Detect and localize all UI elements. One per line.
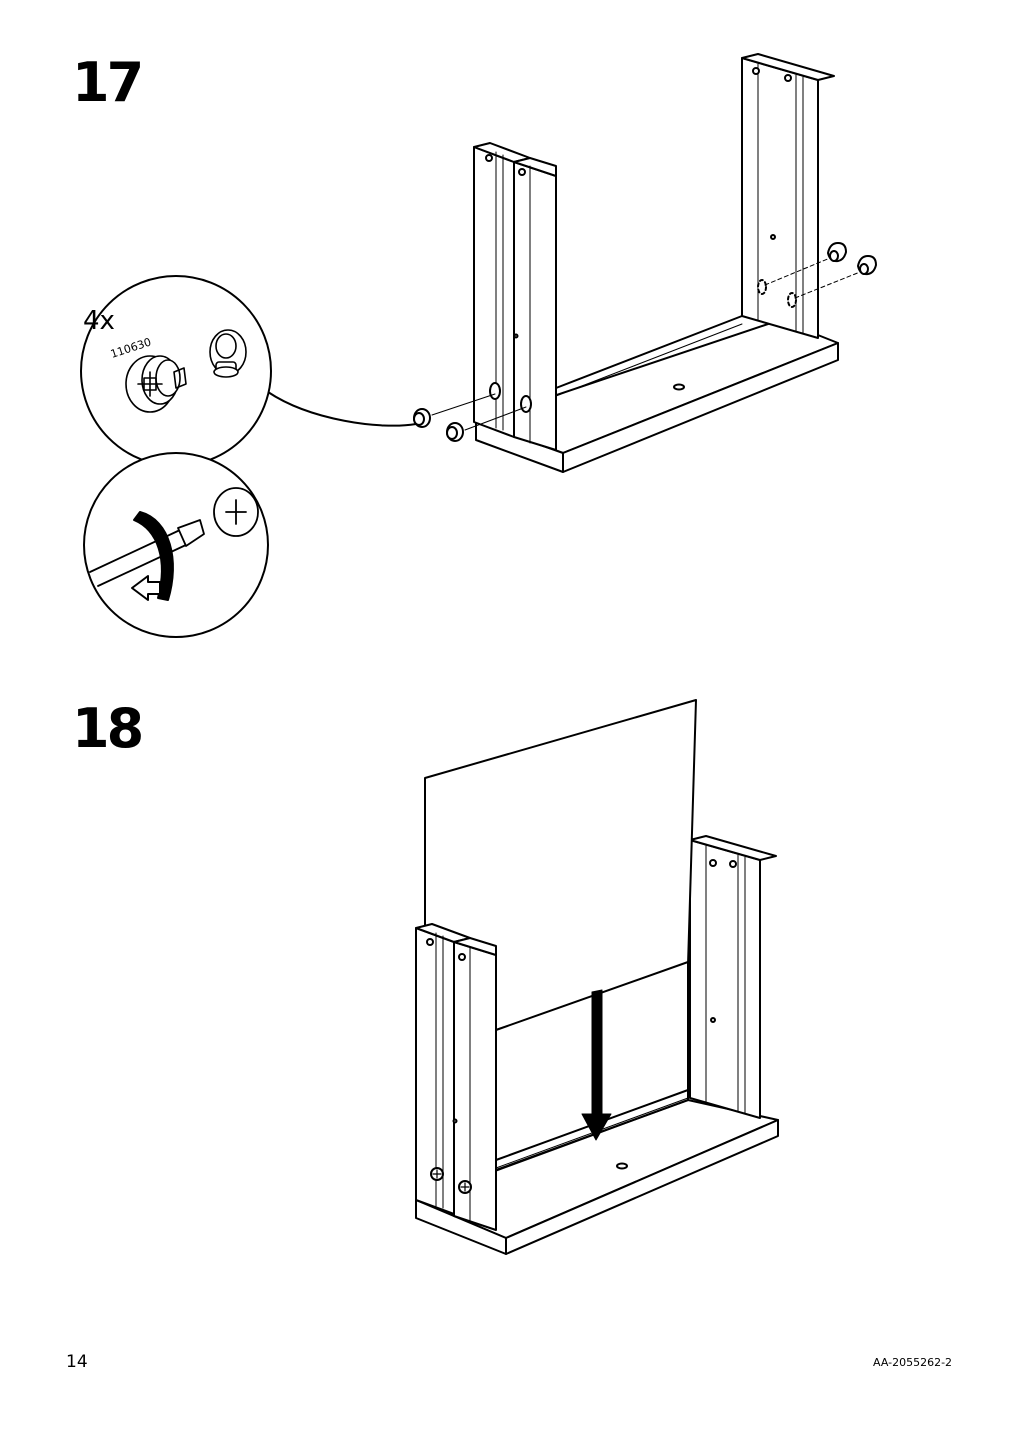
slide-down-arrow <box>581 989 612 1141</box>
step-18-number: 18 <box>72 697 144 760</box>
base-plank <box>475 315 839 473</box>
left-side-panel <box>415 923 497 1231</box>
cam-lock-detail-callout: 4x 110630 <box>80 275 417 467</box>
right-side-panel <box>689 835 777 1119</box>
screwdriver-detail-callout <box>83 452 269 638</box>
step-17-assembly-illustration <box>413 53 877 473</box>
right-side-panel <box>741 53 861 339</box>
quantity-label: 4x <box>83 306 115 336</box>
document-code: AA-2055262-2 <box>873 1356 953 1369</box>
left-side-panel <box>473 142 557 451</box>
step-18-assembly-illustration <box>415 699 779 1255</box>
base-plank <box>415 1099 779 1255</box>
step-17-number: 17 <box>72 51 144 114</box>
cam-lock-fittings-left <box>413 393 527 442</box>
page-number: 14 <box>66 1352 88 1372</box>
cam-lock-fittings-right <box>827 242 877 276</box>
